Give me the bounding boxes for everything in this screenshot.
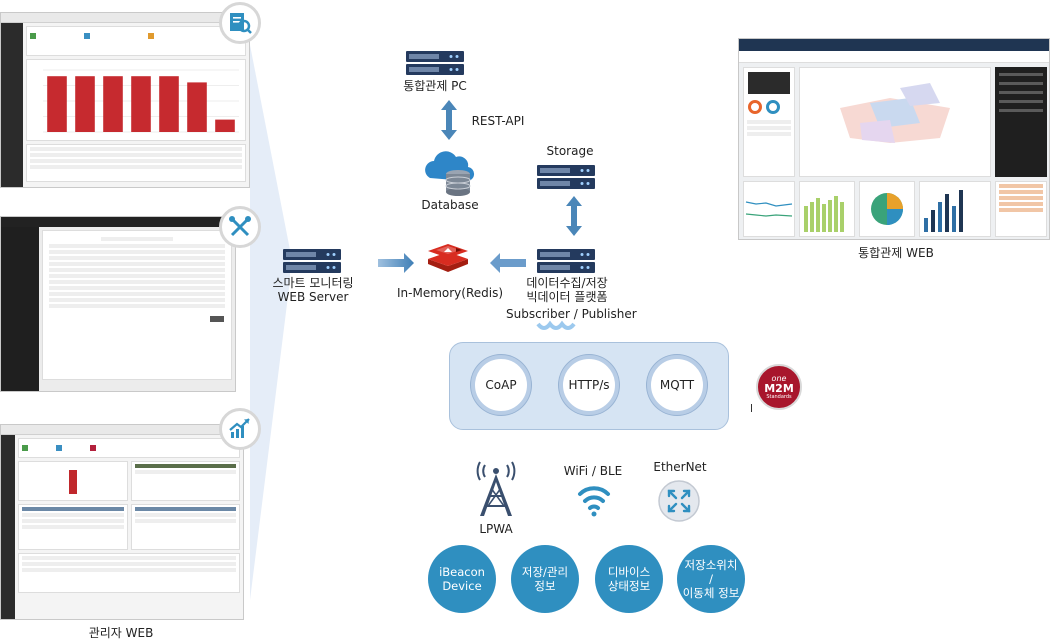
mini-chart-bar	[47, 76, 67, 132]
collector-server-icon	[536, 248, 596, 274]
wifi-icon	[578, 486, 610, 517]
admin-stats-screenshot	[0, 424, 244, 620]
redis-icon	[428, 244, 468, 272]
collector-label-line1: 데이터수집/저장	[526, 276, 608, 290]
database-label: Database	[421, 198, 479, 212]
mini-chart-bar	[187, 82, 207, 132]
ethernet-label: EtherNet	[653, 460, 707, 474]
service-storage-info-line1: 저장/관리	[521, 565, 569, 579]
storage-server-icon	[536, 164, 596, 190]
admin-register-screenshot	[0, 216, 236, 392]
integrated-pc-server-icon	[405, 50, 465, 76]
storage-collector-double-arrow	[566, 196, 582, 236]
floor-map	[840, 83, 950, 143]
web-server-label-line1: 스마트 모니터링	[272, 276, 354, 290]
integrated-pc-label: 통합관제 PC	[403, 79, 467, 93]
onem2m-logo-top: one	[771, 373, 787, 383]
mini-chart-bar	[215, 119, 235, 132]
onem2m-tick	[751, 404, 752, 412]
mini-chart-bar	[75, 76, 95, 132]
mini-bar-chart	[43, 69, 239, 133]
rest-api-label: REST-API	[471, 114, 525, 128]
redis-to-web-arrow	[378, 253, 414, 273]
protocol-https: HTTP/s	[559, 355, 619, 415]
funnel-background	[250, 45, 290, 600]
in-memory-label: In-Memory(Redis)	[396, 286, 504, 300]
web-server-icon	[282, 248, 342, 274]
onem2m-logo-mid: M2M	[764, 381, 794, 395]
storage-label: Storage	[546, 144, 594, 158]
collector-to-redis-arrow	[490, 253, 526, 273]
lpwa-label: LPWA	[479, 522, 513, 536]
service-ibeacon-line1: iBeacon	[439, 565, 485, 579]
database-icon	[425, 151, 475, 196]
cell-tower-icon	[476, 461, 516, 516]
service-location: 저장소위치/이동체 정보	[677, 545, 745, 613]
service-location-line1: 저장소위치	[684, 558, 738, 572]
collector-label-line2: 빅데이터 플랫폼	[526, 290, 608, 304]
protocol-coap: CoAP	[471, 355, 531, 415]
trend-chart-icon	[219, 408, 261, 450]
service-location-line3: 이동체 정보	[682, 586, 740, 600]
web-server-label-line2: WEB Server	[277, 290, 349, 304]
service-location-line2: /	[709, 572, 713, 586]
onem2m-logo-bottom: Standards	[766, 393, 792, 400]
mini-chart-bar	[103, 76, 123, 132]
mini-chart-bar	[159, 76, 179, 132]
service-storage-info-line2: 정보	[534, 579, 556, 593]
integrated-web-label: 통합관제 WEB	[858, 246, 934, 260]
service-device-status-line2: 상태정보	[607, 579, 651, 593]
service-ibeacon-line2: Device	[442, 579, 482, 593]
mini-chart-bar	[131, 76, 151, 132]
collector-label-line3: Subscriber / Publisher	[506, 307, 637, 321]
admin-web-label: 관리자 WEB	[88, 626, 154, 640]
document-search-icon	[219, 2, 261, 44]
integrated-web-screenshot	[738, 38, 1050, 240]
pc-db-double-arrow	[441, 100, 457, 140]
admin-dashboard-screenshot	[0, 12, 250, 188]
wifi-ble-label: WiFi / BLE	[563, 464, 623, 478]
service-device-status-line1: 디바이스	[607, 565, 651, 579]
tools-icon	[219, 206, 261, 248]
onem2m-logo: one M2M Standards	[756, 364, 802, 410]
protocol-mqtt: MQTT	[647, 355, 707, 415]
ethernet-router-icon	[658, 480, 700, 522]
